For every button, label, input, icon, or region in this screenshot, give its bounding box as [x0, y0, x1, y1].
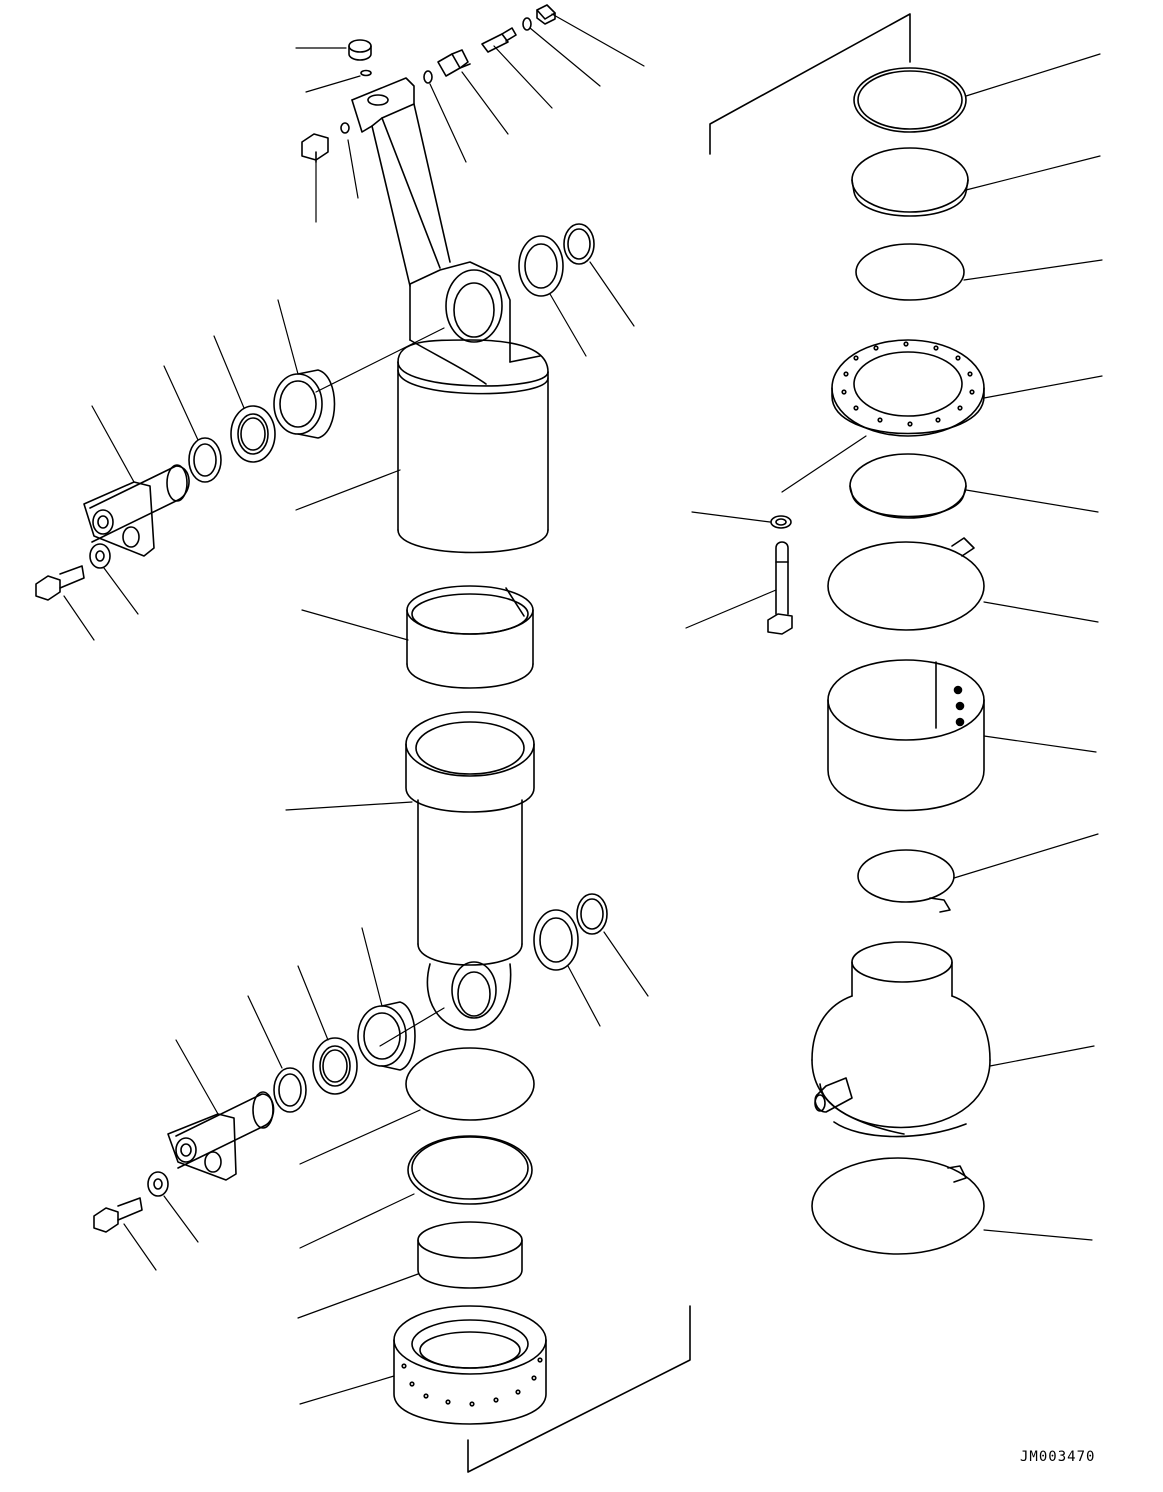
- upper-bracket: [710, 14, 910, 154]
- right-flange: [832, 340, 984, 436]
- nipple-oring: [523, 18, 531, 30]
- upper-seal: [231, 406, 275, 462]
- leader-lines-right: [686, 54, 1102, 1240]
- lower-bracket: [468, 1306, 690, 1472]
- upper-cylinder: [398, 262, 548, 553]
- upper-pin-bolt: [36, 566, 84, 600]
- upper-bushing: [274, 370, 335, 438]
- lower-pin-assembly: [168, 1092, 274, 1180]
- head-bolt: [302, 134, 328, 162]
- grease-nipple: [482, 28, 516, 52]
- lower-oring-1: [406, 1048, 534, 1120]
- drawing-code: JM003470: [1020, 1449, 1096, 1465]
- right-backup-ring-2: [850, 454, 966, 518]
- top-plug: [349, 40, 371, 60]
- leader-lines-left: [64, 14, 648, 1404]
- top-oring: [361, 71, 371, 76]
- lower-cylinder: [406, 712, 534, 1030]
- bolt-oring: [341, 123, 349, 133]
- right-oring-1: [854, 68, 966, 132]
- bottom-flange: [394, 1306, 546, 1424]
- small-oring: [424, 71, 432, 83]
- upper-right-seal: [519, 236, 563, 296]
- right-boot: [812, 942, 990, 1137]
- right-small-clamp: [858, 850, 954, 912]
- lower-oring-2: [408, 1136, 532, 1204]
- grease-fitting-elbow: [438, 50, 470, 76]
- upper-snap-ring: [189, 438, 221, 482]
- lower-bushing: [358, 1002, 415, 1070]
- lower-seal: [313, 1038, 357, 1094]
- right-cover-sleeve: [828, 660, 984, 811]
- lower-right-seal: [534, 910, 578, 970]
- long-bolt: [768, 542, 792, 634]
- upper-pin-assembly: [84, 465, 189, 556]
- cylinder-arm: [352, 78, 450, 286]
- right-oring-2: [856, 244, 964, 300]
- right-big-clamp: [812, 1158, 984, 1254]
- nipple-cap: [537, 5, 555, 24]
- right-backup-ring: [852, 148, 968, 216]
- upper-washer: [90, 544, 110, 568]
- upper-right-ring: [564, 224, 594, 264]
- right-band-clamp: [828, 538, 984, 630]
- dust-sleeve: [407, 586, 533, 688]
- lower-snap-ring: [274, 1068, 306, 1112]
- lower-washer: [148, 1172, 168, 1196]
- lower-pin-bolt: [94, 1198, 142, 1232]
- lower-right-ring: [577, 894, 607, 934]
- lower-sleeve: [418, 1222, 522, 1288]
- bolt-washer: [771, 516, 791, 528]
